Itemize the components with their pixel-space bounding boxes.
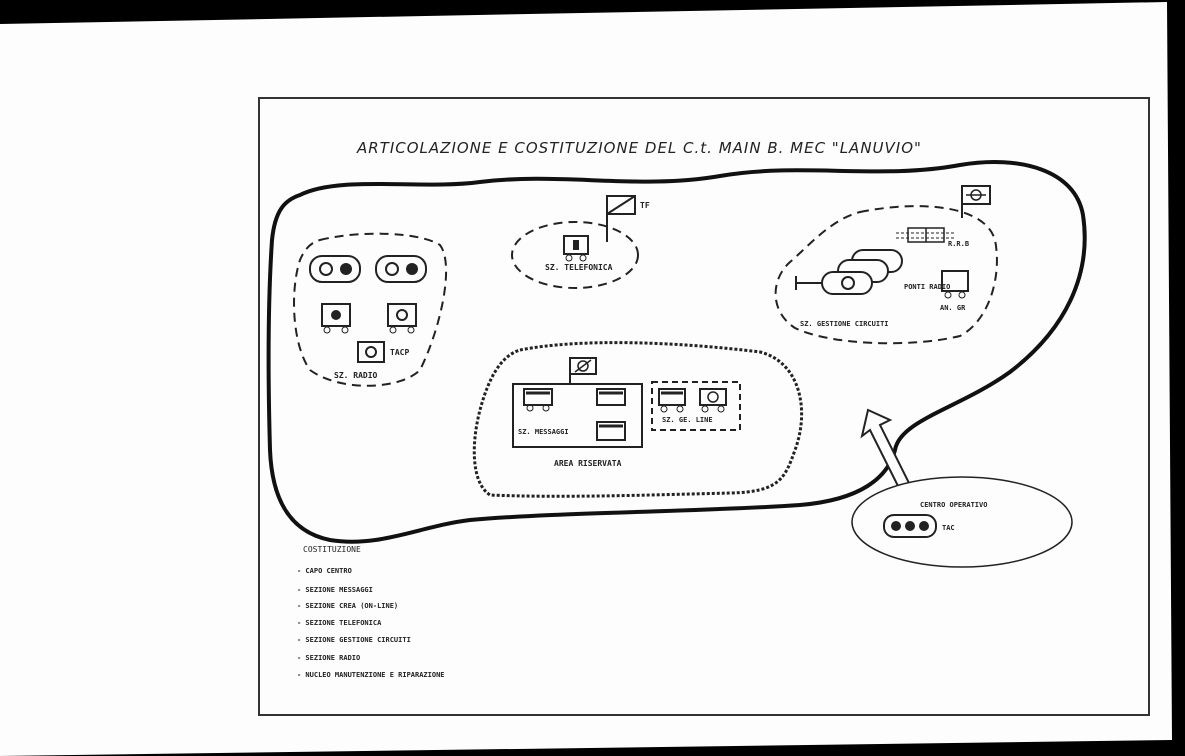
legend-item: - SEZIONE TELEFONICA: [297, 619, 382, 627]
legend-item: - SEZIONE RADIO: [297, 654, 360, 662]
diagram-title: ARTICOLAZIONE E COSTITUZIONE DEL C.t. MA…: [356, 139, 922, 157]
area-riservata-outline: [472, 341, 803, 498]
telephone-vehicle-icon: [563, 235, 589, 262]
telefonica-flag-icon: [606, 195, 636, 215]
geline-vehicle-icon: [699, 388, 727, 413]
radio-set-icon: [309, 255, 361, 283]
radio-section-outline: [293, 232, 448, 387]
messaggi-vehicle-icon: [596, 421, 626, 441]
telefonica-section-label: SZ. TELEFONICA: [545, 263, 613, 272]
radio-vehicle-icon: [387, 303, 417, 334]
radio-tacp-label: TACP: [390, 348, 409, 357]
geline-vehicle-icon: [658, 388, 686, 413]
gestione-circuiti-outline: [774, 205, 998, 345]
centro-operativo-label: CENTRO OPERATIVO: [920, 501, 987, 509]
centro-operativo-outline: [851, 476, 1073, 568]
legend-item: - SEZIONE GESTIONE CIRCUITI: [297, 636, 411, 644]
telefonica-section: TF SZ. TELEFONICA: [511, 195, 650, 289]
telefonica-tag: TF: [640, 201, 650, 210]
diagram-frame: [258, 97, 1150, 716]
telefonica-section-outline: [511, 221, 639, 289]
messaggi-subsection-label: SZ. MESSAGGI: [518, 428, 569, 436]
tac-vehicle-icon: [883, 514, 937, 538]
legend: COSTITUZIONE - CAPO CENTRO - SEZIONE MES…: [297, 545, 445, 679]
messaggi-vehicle-icon: [523, 388, 553, 412]
legend-item: - CAPO CENTRO: [297, 567, 352, 575]
ponti-radio-shelter-icon: [795, 249, 903, 295]
legend-item: - SEZIONE CREA (ON-LINE): [297, 602, 398, 610]
radio-set-icon: [375, 255, 427, 283]
centro-operativo-section: CENTRO OPERATIVO TAC: [851, 476, 1073, 568]
legend-item: - SEZIONE MESSAGGI: [297, 586, 373, 594]
radio-vehicle-icon: [321, 303, 351, 334]
aux-vehicle-label: AN. GR: [940, 304, 966, 312]
radio-section: TACP SZ. RADIO: [293, 232, 448, 387]
geline-subsection-box: [651, 381, 741, 431]
messaggi-subsection-box: [512, 383, 643, 448]
rrb-label: R.R.B: [948, 240, 969, 248]
aux-vehicle-icon: [941, 270, 969, 299]
radio-section-label: SZ. RADIO: [334, 371, 378, 380]
ponti-radio-label: PONTI RADIO: [904, 283, 950, 291]
messaggi-vehicle-icon: [596, 388, 626, 406]
area-riservata-flag-icon: [569, 357, 597, 375]
gestione-flag-icon: [961, 185, 991, 205]
gestione-circuiti-label: SZ. GESTIONE CIRCUITI: [800, 320, 889, 328]
tacp-icon: [357, 341, 385, 363]
legend-heading: COSTITUZIONE: [303, 545, 361, 554]
legend-item: - NUCLEO MANUTENZIONE E RIPARAZIONE: [297, 671, 445, 679]
geline-subsection-label: SZ. GE. LINE: [662, 416, 713, 424]
tac-label: TAC: [942, 524, 955, 532]
area-riservata-section: SZ. MESSAGGI SZ. GE. LINE AREA RISERVATA: [472, 341, 803, 498]
gestione-circuiti-section: R.R.B PONTI RADIO AN. GR SZ. GESTIONE CI…: [774, 185, 998, 345]
compound-outline: [266, 160, 1087, 544]
area-riservata-label: AREA RISERVATA: [554, 459, 622, 468]
rrb-equipment-icon: [896, 227, 956, 243]
